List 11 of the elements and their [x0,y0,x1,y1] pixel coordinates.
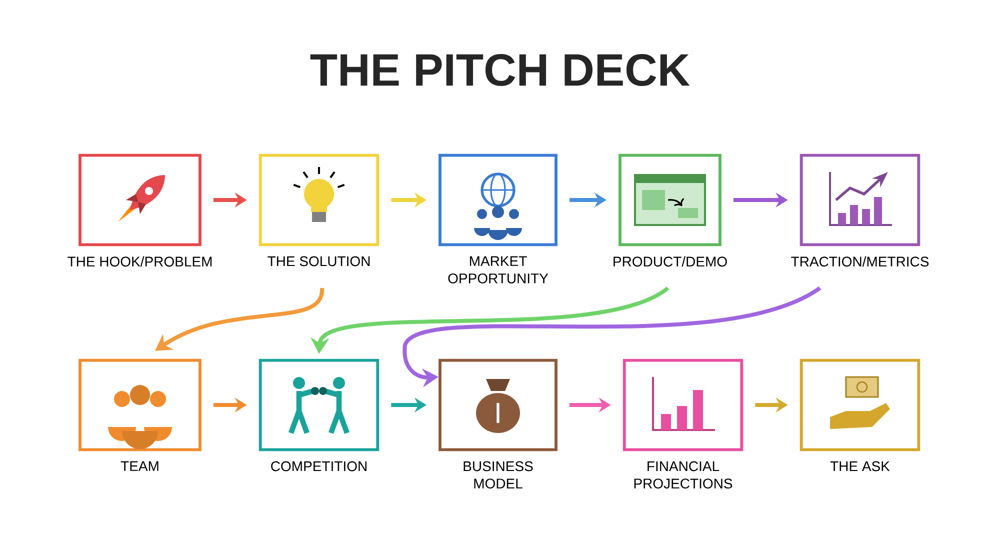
slide-title: TEAM [120,461,158,471]
title: THE PITCH DECK [310,54,690,86]
slide-title: TRACTION/METRICS [791,256,929,267]
slide-title: COMPETITION [271,461,366,472]
slide-title: THE SOLUTION [268,256,370,266]
slide-title: BUSINESS MODEL [464,461,533,489]
slide-title: THE HOOK/PROBLEM [68,256,212,267]
slide-title: FINANCIAL PROJECTIONS [634,461,732,489]
slide-title: PRODUCT/DEMO [614,256,727,267]
slide-title: MARKET OPPORTUNITY [448,256,548,284]
slide-title: THE ASK [830,461,890,472]
